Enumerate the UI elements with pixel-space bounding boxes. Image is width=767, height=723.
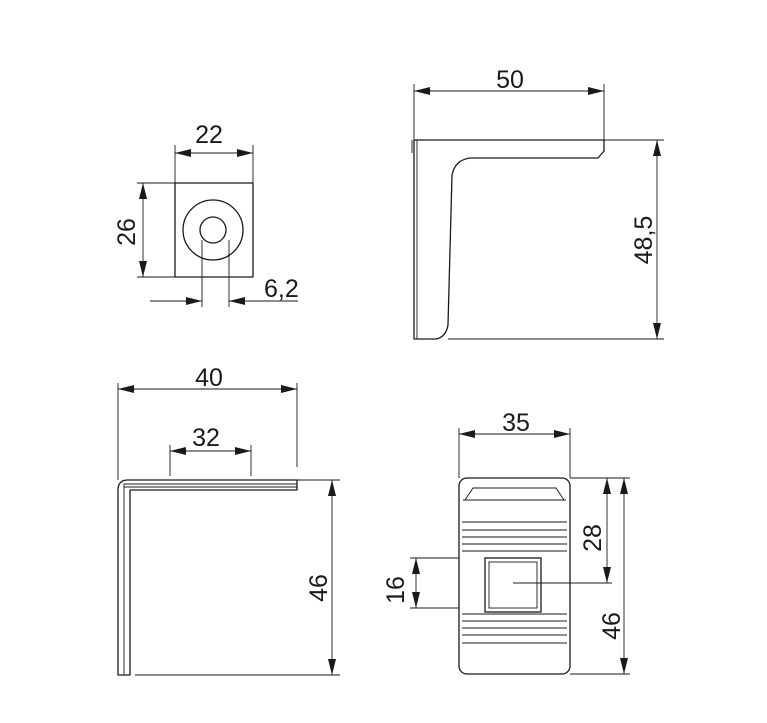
window-outer <box>484 557 542 613</box>
dim-label-46-left: 46 <box>305 574 333 602</box>
dim-label-6-2: 6,2 <box>264 275 299 303</box>
view-top-left: 22 26 6,2 <box>113 121 299 307</box>
dim-label-22: 22 <box>195 121 223 149</box>
hole-inner <box>199 216 227 244</box>
front-body <box>458 477 571 675</box>
view-bottom-left: 40 32 46 <box>117 364 340 676</box>
window-inner <box>488 561 538 609</box>
dim-label-26: 26 <box>113 218 141 246</box>
dim-label-16: 16 <box>382 576 410 604</box>
thin-profile <box>117 479 298 676</box>
top-chamfer <box>464 487 565 501</box>
bracket-profile <box>413 139 605 340</box>
dim-label-35: 35 <box>502 409 530 437</box>
view-top-right: 50 48,5 <box>411 66 664 340</box>
dim-label-48-5: 48,5 <box>630 216 658 265</box>
dim-label-32: 32 <box>192 424 220 452</box>
view-bottom-right: 35 28 46 16 <box>382 409 630 675</box>
dim-label-46-right: 46 <box>598 612 626 640</box>
dim-label-50: 50 <box>496 66 524 94</box>
dim-label-28: 28 <box>579 524 607 552</box>
square-body <box>174 182 254 278</box>
dim-label-40: 40 <box>195 364 223 392</box>
hole-outer <box>182 199 244 261</box>
